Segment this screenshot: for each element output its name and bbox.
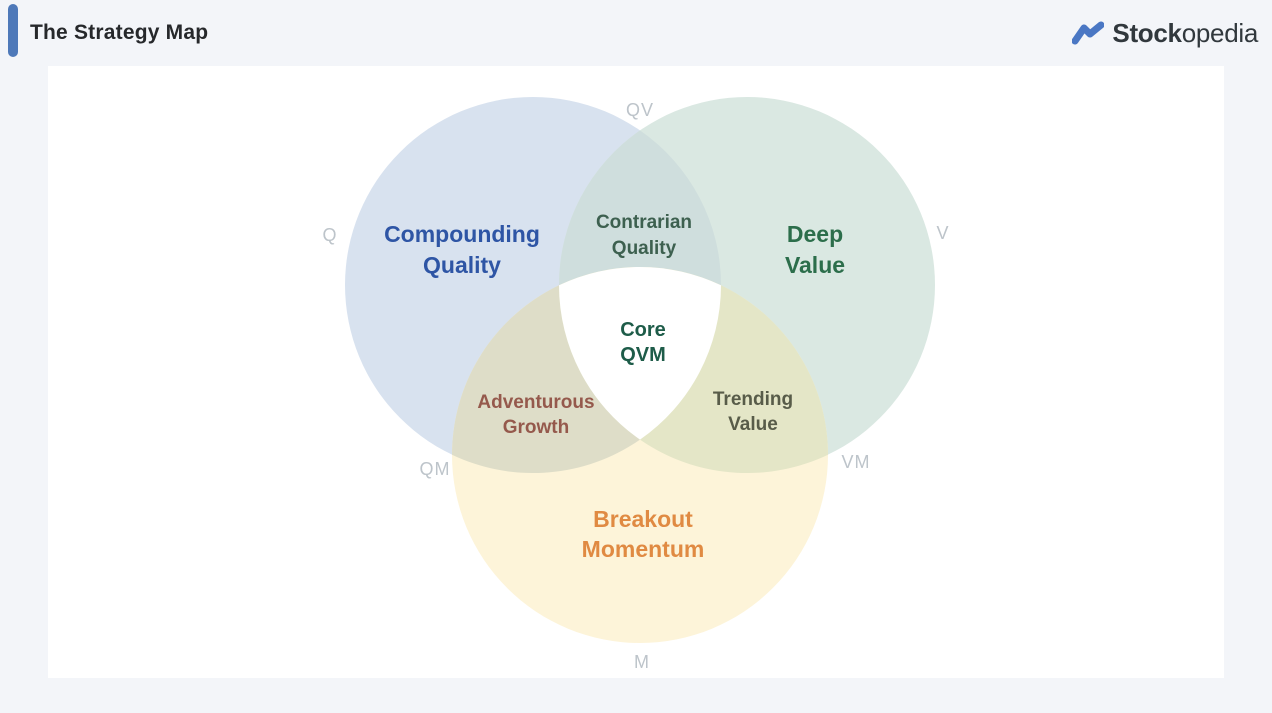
label-contrarian-quality-line1: Contrarian	[596, 212, 692, 233]
letter-q: Q	[322, 225, 337, 245]
strategy-map-card: Q V M QV QM VM Compounding Quality Deep …	[48, 66, 1224, 678]
letter-qv: QV	[626, 100, 654, 120]
header: The Strategy Map Stockopedia	[0, 0, 1272, 66]
venn-diagram: Q V M QV QM VM Compounding Quality Deep …	[322, 97, 949, 672]
label-adventurous-growth-line2: Growth	[503, 417, 570, 438]
label-adventurous-growth-line1: Adventurous	[477, 392, 594, 413]
label-trending-value-line1: Trending	[713, 389, 793, 410]
letter-m: M	[634, 652, 650, 672]
label-compounding-quality-line2: Quality	[423, 252, 501, 278]
label-deep-value-line1: Deep	[787, 221, 843, 247]
stockopedia-logo[interactable]: Stockopedia	[1072, 18, 1258, 49]
label-deep-value-line2: Value	[785, 252, 845, 278]
trend-zigzag-icon	[1072, 21, 1105, 45]
label-contrarian-quality-line2: Quality	[612, 238, 677, 259]
page-title: The Strategy Map	[30, 21, 209, 44]
trend-zigzag-stroke	[1072, 21, 1105, 45]
label-core-qvm-line1: Core	[620, 319, 666, 341]
overlap-qvm-core-region	[559, 266, 721, 440]
label-breakout-momentum-line1: Breakout	[593, 506, 693, 532]
label-compounding-quality-line1: Compounding	[384, 221, 540, 247]
label-trending-value-line2: Value	[728, 414, 778, 435]
logo-text-bold: Stock	[1112, 17, 1182, 48]
label-core-qvm-line2: QVM	[620, 344, 666, 366]
logo-text-regular: opedia	[1181, 17, 1259, 48]
letter-v: V	[936, 223, 949, 243]
header-accent-bar	[8, 4, 18, 57]
logo-text: Stockopedia	[1112, 18, 1258, 49]
letter-qm: QM	[420, 459, 451, 479]
label-breakout-momentum-line2: Momentum	[582, 536, 705, 562]
letter-vm: VM	[842, 452, 871, 472]
